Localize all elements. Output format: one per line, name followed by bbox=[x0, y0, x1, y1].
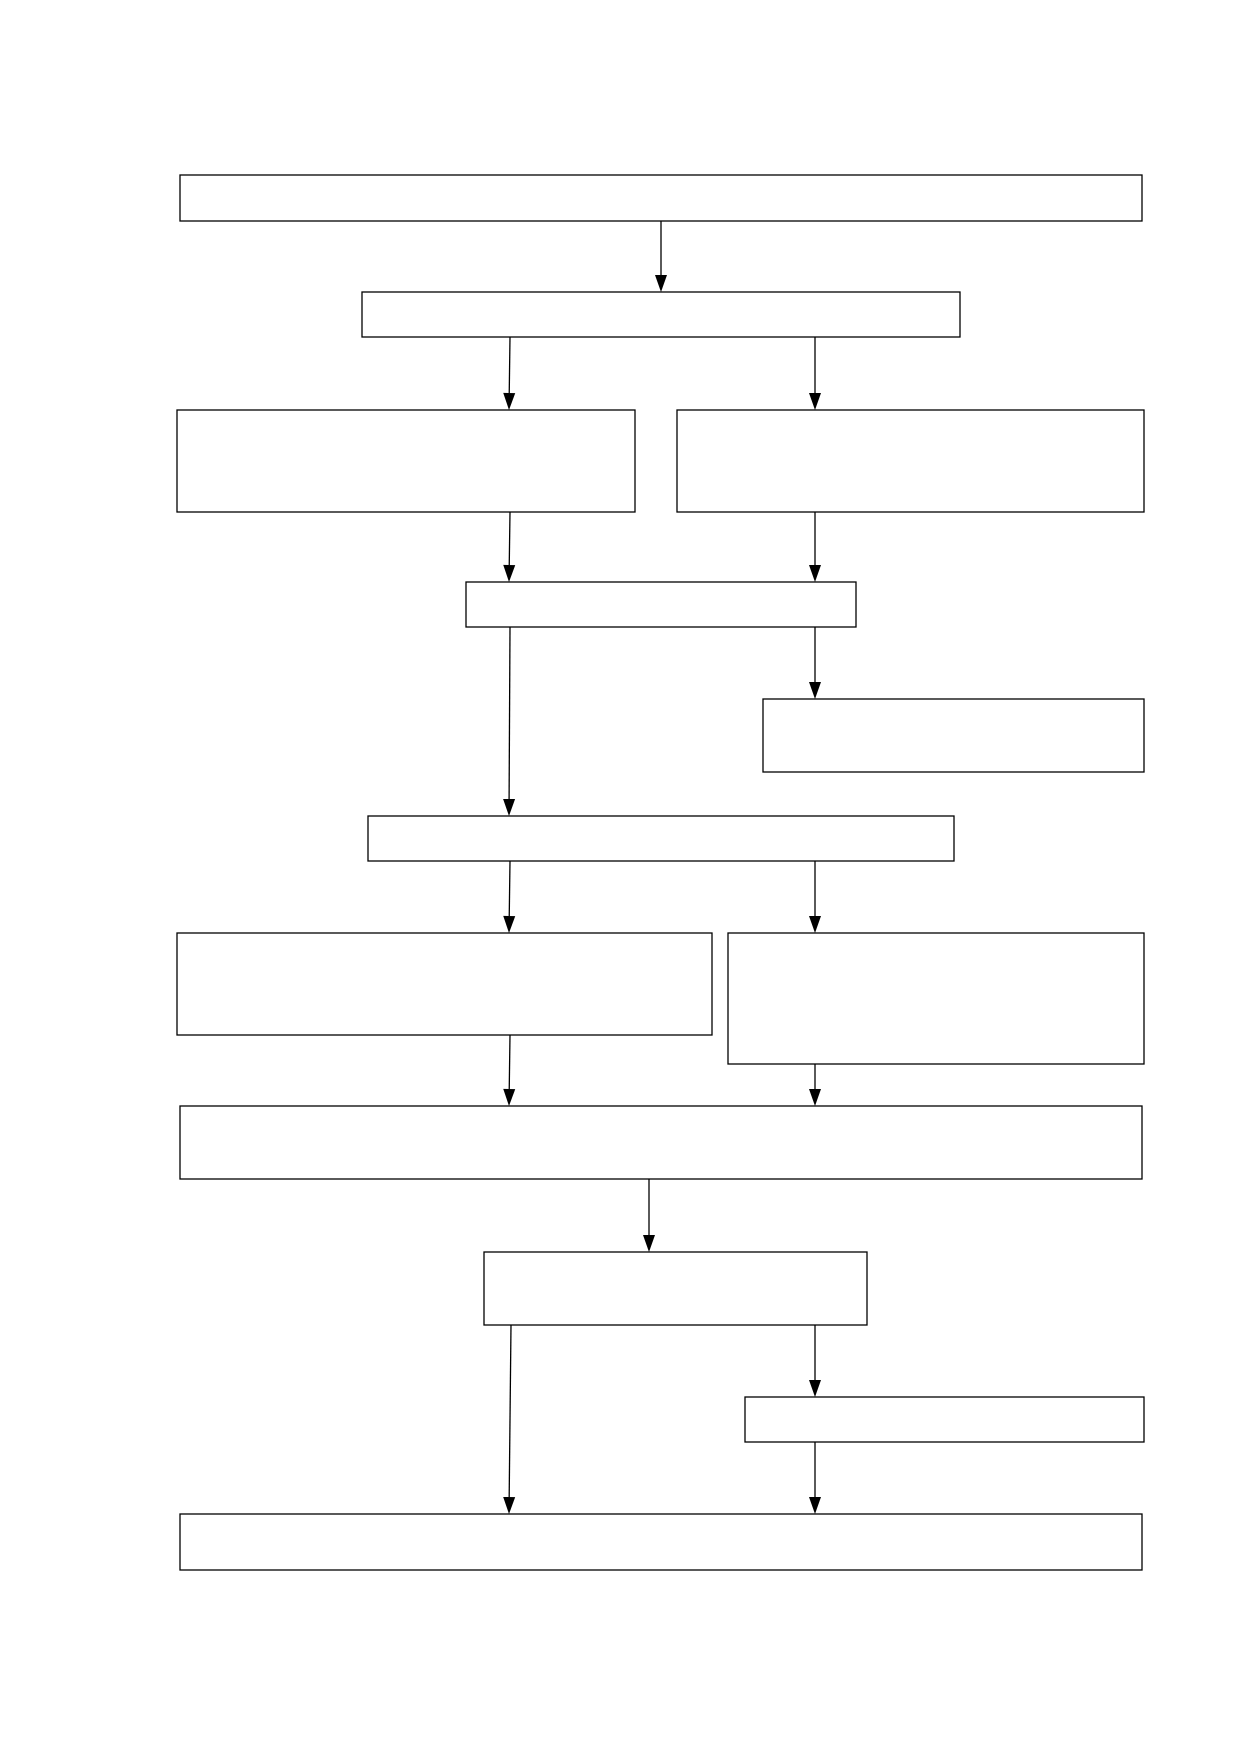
flow-node-box bbox=[176, 932, 713, 1036]
flow-node-4 bbox=[676, 409, 1145, 513]
flow-node-13 bbox=[179, 1513, 1143, 1571]
arrowhead-icon bbox=[503, 564, 516, 582]
flow-edge-n5-n7 bbox=[503, 626, 516, 816]
arrowhead-icon bbox=[655, 275, 667, 292]
flow-edge-n1-n2 bbox=[655, 221, 667, 292]
flow-edge-n11-n13 bbox=[503, 1324, 516, 1514]
arrowhead-icon bbox=[503, 1088, 516, 1106]
arrowhead-icon bbox=[503, 1496, 516, 1514]
nodes-layer bbox=[176, 174, 1145, 1571]
flow-node-box bbox=[762, 698, 1145, 773]
arrow-line bbox=[508, 1034, 511, 1090]
flow-node-2 bbox=[361, 291, 961, 338]
flow-edge-n5-n6 bbox=[809, 627, 821, 699]
flow-node-box bbox=[179, 1513, 1143, 1571]
arrowhead-icon bbox=[809, 565, 821, 582]
flow-edge-n7-n8 bbox=[503, 860, 516, 933]
arrow-line bbox=[508, 1324, 512, 1498]
flow-node-box bbox=[179, 1105, 1143, 1180]
flow-node-box bbox=[179, 174, 1143, 222]
arrowhead-icon bbox=[503, 392, 516, 410]
arrowhead-icon bbox=[809, 393, 821, 410]
flow-node-5 bbox=[465, 581, 857, 628]
flow-node-3 bbox=[176, 409, 636, 513]
flow-node-box bbox=[465, 581, 857, 628]
flow-node-box bbox=[367, 815, 955, 862]
flow-node-12 bbox=[744, 1396, 1145, 1443]
flow-edge-n9-n10 bbox=[809, 1064, 821, 1106]
flow-node-1 bbox=[179, 174, 1143, 222]
flow-edge-n2-n3 bbox=[503, 336, 516, 410]
flow-node-11 bbox=[483, 1251, 868, 1326]
arrowhead-icon bbox=[503, 915, 516, 933]
flow-node-box bbox=[361, 291, 961, 338]
arrowhead-icon bbox=[809, 1497, 821, 1514]
arrowhead-icon bbox=[809, 1089, 821, 1106]
flow-edge-n4-n5 bbox=[809, 512, 821, 582]
flow-node-box bbox=[676, 409, 1145, 513]
flow-edge-n7-n9 bbox=[809, 861, 821, 933]
edges-layer bbox=[503, 221, 821, 1514]
flow-node-box bbox=[727, 932, 1145, 1065]
arrowhead-icon bbox=[809, 916, 821, 933]
flow-edge-n2-n4 bbox=[809, 337, 821, 410]
arrowhead-icon bbox=[643, 1235, 655, 1252]
arrowhead-icon bbox=[809, 682, 821, 699]
flow-node-7 bbox=[367, 815, 955, 862]
flow-node-box bbox=[176, 409, 636, 513]
arrow-line bbox=[508, 626, 511, 800]
arrow-line bbox=[508, 336, 511, 394]
flow-node-box bbox=[483, 1251, 868, 1326]
arrowhead-icon bbox=[503, 798, 516, 816]
flow-edge-n12-n13 bbox=[809, 1442, 821, 1514]
flow-edge-n8-n10 bbox=[503, 1034, 516, 1106]
flow-node-box bbox=[744, 1396, 1145, 1443]
flow-node-9 bbox=[727, 932, 1145, 1065]
flow-edge-n3-n5 bbox=[503, 511, 516, 582]
flow-node-8 bbox=[176, 932, 713, 1036]
arrow-line bbox=[508, 860, 511, 917]
flow-node-6 bbox=[762, 698, 1145, 773]
flow-edge-n11-n12 bbox=[809, 1325, 821, 1397]
flow-edge-n10-n11 bbox=[643, 1179, 655, 1252]
arrowhead-icon bbox=[809, 1380, 821, 1397]
arrow-line bbox=[508, 511, 511, 566]
flow-node-10 bbox=[179, 1105, 1143, 1180]
